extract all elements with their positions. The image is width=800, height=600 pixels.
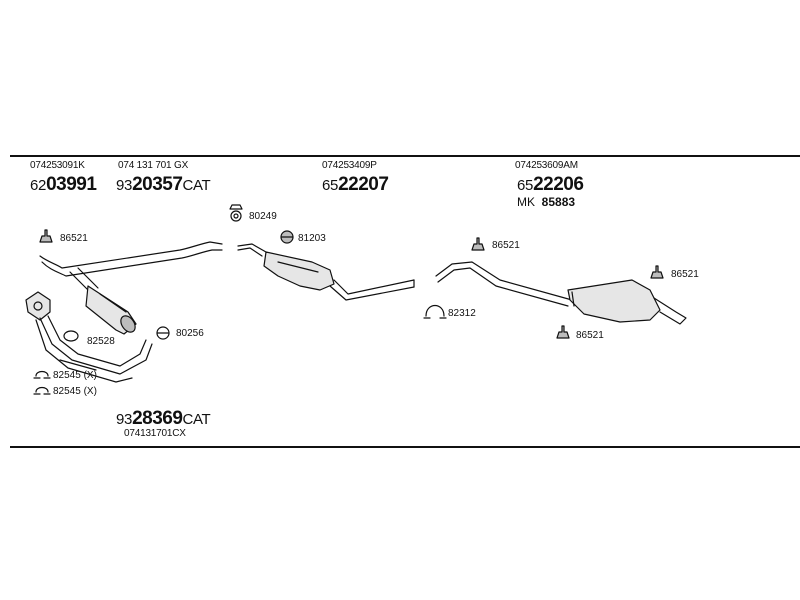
part-number-3: 6522207 [322,174,389,196]
part-prefix: 93 [116,411,133,428]
bottom-part-number: 9328369CAT [116,408,211,430]
front-pipe-catalytic-converter [39,241,223,335]
downpipe [25,291,153,383]
ref-81203: 81203 [298,233,326,244]
bottom-rule [10,446,800,448]
part-number-1: 6203991 [30,174,97,196]
mk-label: MK 85883 [517,195,575,209]
part-prefix: 93 [116,177,133,194]
rubber-mount-c [650,265,664,279]
rubber-mount-a [39,229,53,243]
ref-80256: 80256 [176,328,204,339]
clamp-81203 [280,230,294,244]
part-number-bold: 22207 [338,174,389,195]
rear-silencer [435,261,687,325]
ref-86521-d: 86521 [576,330,604,341]
part-number-bold: 28369 [132,408,183,429]
ref-82312: 82312 [448,308,476,319]
part-number-bold: 22206 [533,174,584,195]
ring-gasket-82528 [63,330,79,342]
bottom-code-label: 074131701CX [124,428,186,439]
ref-80249: 80249 [249,211,277,222]
part-prefix: 62 [30,177,47,194]
part-number-4: 6522206 [517,174,584,196]
part-prefix: 65 [517,177,534,194]
part-suffix: CAT [182,411,211,428]
ref-82545-a: 82545 (X) [53,370,97,381]
clamp-82545-b [33,386,51,395]
rubber-mount-d [556,325,570,339]
part-prefix: 65 [322,177,339,194]
part-number-bold: 03991 [46,174,97,195]
ref-82528: 82528 [87,336,115,347]
ref-86521-a: 86521 [60,233,88,244]
clamp-82545-a [33,370,51,379]
code-label-1: 074253091K [30,160,85,171]
ref-82545-b: 82545 (X) [53,386,97,397]
ring-80249 [229,204,243,222]
part-suffix: CAT [182,177,211,194]
ref-86521-b: 86521 [492,240,520,251]
mk-prefix: MK [517,195,535,209]
top-rule [10,155,800,157]
ref-86521-c: 86521 [671,269,699,280]
part-number-2: 9320357CAT [116,174,211,196]
code-label-4: 074253609AM [515,160,578,171]
mk-number: 85883 [541,195,576,209]
part-number-bold: 20357 [132,174,183,195]
rubber-mount-b [471,237,485,251]
code-label-2: 074 131 701 GX [118,160,189,171]
code-label-3: 074253409P [322,160,377,171]
ring-gasket-80256 [156,326,170,340]
gasket-82312 [423,304,447,319]
middle-silencer [237,243,415,301]
